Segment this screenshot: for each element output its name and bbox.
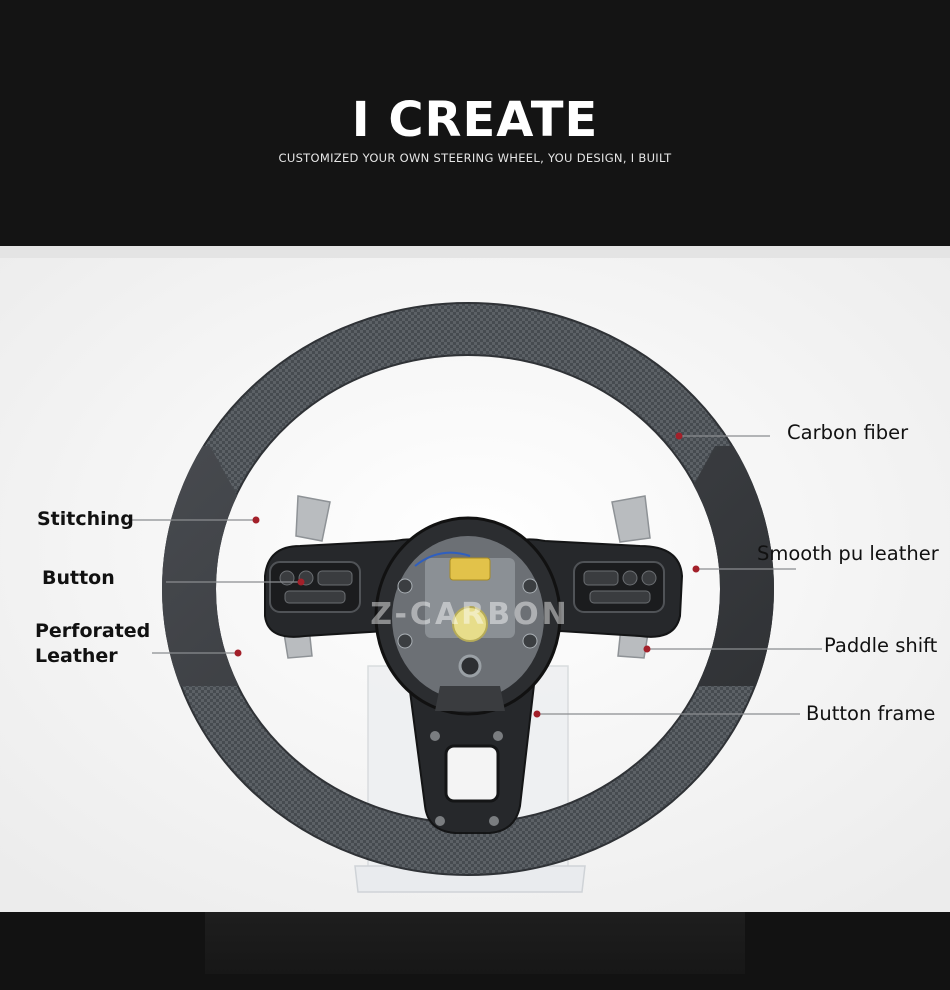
footer-band bbox=[0, 912, 950, 990]
steering-wheel-photo: Z-CARBON Stitching Button Perforated Lea… bbox=[0, 246, 950, 912]
leather-grip-right bbox=[660, 446, 774, 686]
label-perforated-line1: Perforated bbox=[35, 620, 151, 642]
label-stitching: Stitching bbox=[37, 508, 134, 530]
label-paddle-shift: Paddle shift bbox=[824, 634, 938, 657]
callout-lines bbox=[130, 435, 822, 715]
page-title: I CREATE bbox=[351, 92, 599, 148]
paddle-left-upper bbox=[295, 495, 331, 542]
photo-top-strip bbox=[0, 246, 950, 258]
label-button: Button bbox=[42, 567, 115, 589]
callout-markers bbox=[234, 432, 700, 718]
marker-paddle-shift bbox=[643, 645, 651, 653]
footer-highlight bbox=[205, 912, 745, 974]
marker-stitching bbox=[252, 516, 260, 524]
watermark-text: Z-CARBON bbox=[370, 597, 570, 632]
label-smooth-pu-leather: Smooth pu leather bbox=[757, 542, 939, 565]
marker-perforated-leather bbox=[234, 649, 242, 657]
wheel-hub bbox=[374, 516, 562, 716]
label-button-frame: Button frame bbox=[806, 702, 936, 725]
right-button-cluster bbox=[573, 561, 665, 613]
paddle-right-upper bbox=[611, 495, 651, 543]
left-button-cluster bbox=[269, 561, 361, 613]
label-carbon-fiber: Carbon fiber bbox=[787, 421, 909, 444]
marker-carbon-fiber bbox=[675, 432, 683, 440]
steering-wheel-illustration: Z-CARBON bbox=[0, 246, 950, 912]
marker-button-frame bbox=[533, 710, 541, 718]
label-perforated-line2: Leather bbox=[35, 645, 118, 667]
page-subtitle: CUSTOMIZED YOUR OWN STEERING WHEEL, YOU … bbox=[278, 151, 672, 165]
marker-smooth-pu-leather bbox=[692, 565, 700, 573]
header-banner: I CREATE CUSTOMIZED YOUR OWN STEERING WH… bbox=[0, 0, 950, 246]
marker-button bbox=[297, 578, 305, 586]
leather-grip-left bbox=[162, 446, 265, 686]
